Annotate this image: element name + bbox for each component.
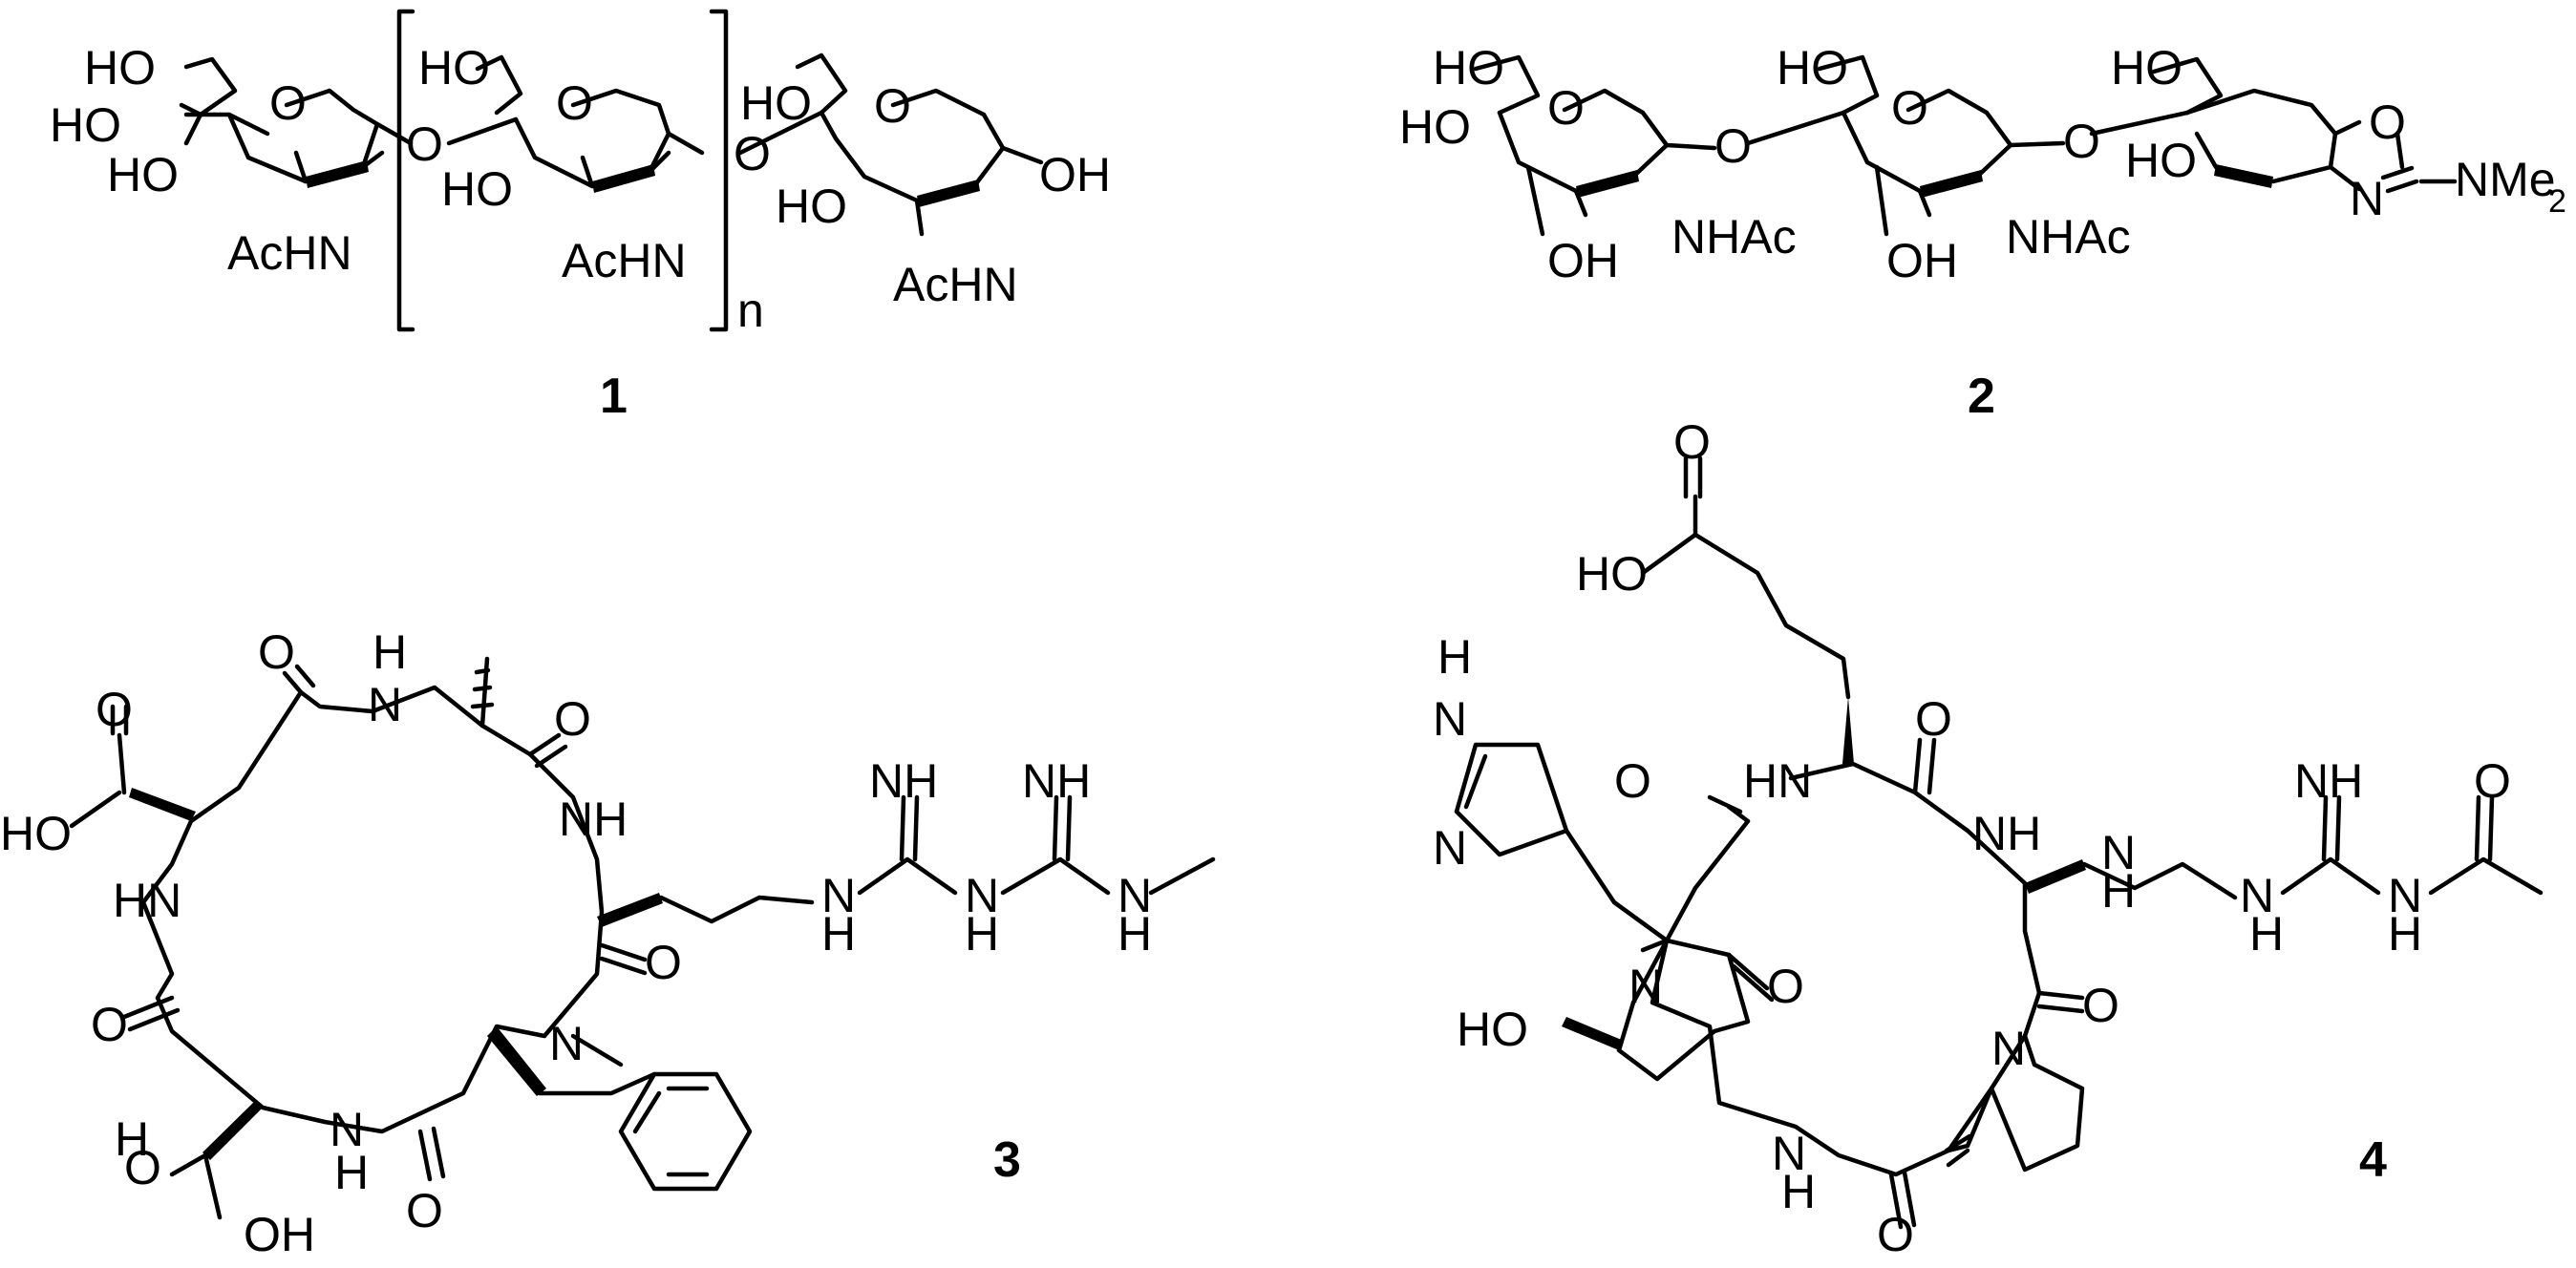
c1-label-o-ring-b: O [556,76,593,130]
c4-label-n-his-1: N [1433,692,1467,746]
c3-label-n-5: N [330,1103,364,1156]
c3-label-nh-imine: NH [869,754,938,808]
c3-label-n-4: N [1118,869,1152,922]
c4-label-hn: HN [1743,754,1812,808]
c2-label-o-ring-2: O [1891,81,1928,135]
c1-label-achn-1: AcHN [227,226,352,280]
c1-label-o-ring-c: O [874,79,911,133]
c4-label-o-acetyl: O [2474,754,2511,808]
c3-label-n-2: N [821,869,856,922]
c1-label-achn-2: AcHN [562,234,687,287]
c4-label-o-5: O [2082,979,2119,1032]
c4-label-n-proline: N [1991,1022,2026,1075]
c2-label-nme: NMe [2455,153,2556,206]
c4-label-n-1: N [2240,869,2274,922]
c3-label-n-methyl: N [549,1017,584,1070]
c2-label-n-oxazoline: N [2350,172,2384,225]
c4-label-o-1: O [1673,415,1711,469]
c3-label-oh: OH [244,1208,315,1261]
c4-label-nh-1: NH [1972,807,2041,860]
c2-label-subscript-2: 2 [2548,183,2566,220]
c1-label-ho-7: HO [776,180,847,233]
c4-label-o-3: O [1915,692,1952,746]
c2-label-ho-5: HO [2125,134,2197,187]
c3-label-o-1: O [258,625,295,679]
c2-label-o-bridge-2: O [2063,115,2100,168]
c4-label-ho: HO [1576,547,1648,601]
c2-label-ho-4: HO [2111,41,2182,95]
c2-label-o-bridge-1: O [1714,119,1752,173]
c2-label-nhac-2: NHAc [2006,210,2131,264]
c3-label-h-6: H [115,1112,149,1166]
c3-label-o-7: O [124,1141,161,1194]
c3-label-h-3: H [821,907,856,961]
c1-label-o-ring-a: O [269,76,307,130]
c1-label-achn-3: AcHN [893,258,1018,311]
c2-compound-number: 2 [1968,369,1995,424]
c4-label-h-his: H [1437,630,1472,684]
c3-label-o-2: O [554,692,591,746]
c4-label-nh-imine: NH [2294,754,2363,808]
c4-label-n-2: N [2388,869,2422,922]
c1-label-o-bridge-a: O [406,117,443,171]
c1-label-ho-6: HO [740,76,812,130]
c2-label-oh-1: OH [1547,234,1619,287]
c2-label-o-ring-1: O [1547,81,1585,135]
c4-label-h-4: H [2101,864,2136,918]
c3-label-hn: HN [113,874,181,927]
c3-label-h-1: H [373,625,407,679]
c3-label-h-4: H [965,907,999,961]
c1-label-ho-4: HO [418,41,490,95]
c4-label-n-pyrrolidinone: N [1629,960,1663,1013]
c1-label-ho-2: HO [50,98,121,152]
c1-label-ho-3: HO [107,148,179,201]
c3-label-o-urea: NH [1022,754,1091,808]
c3-label-n-3: N [965,869,999,922]
c2-label-ho-2: HO [1399,100,1471,154]
c4-label-h-3: H [1781,1165,1816,1218]
c3-label-o-8: O [244,1208,281,1261]
c1-repeat-n: n [737,284,764,337]
c1-label-ho-5: HO [441,162,513,216]
c3-label-o-5: O [645,936,682,989]
c3-label-ho: HO [0,807,72,860]
c4-label-h-1: H [2249,907,2284,961]
compound-4: O HO H N N O HN O NH NH O N H H N H N N … [1433,415,2544,1261]
c1-label-oh: OH [1039,148,1111,201]
c3-label-o-4: O [91,998,128,1051]
c3-label-h-5: H [1118,907,1152,961]
c3-compound-number: 3 [993,1132,1021,1188]
c2-label-oh-2: OH [1886,234,1958,287]
c4-label-n-3: N [1772,1127,1806,1180]
c4-label-o-2: O [1614,754,1651,808]
c3-label-o-3: O [96,683,133,736]
c4-compound-number: 4 [2359,1132,2387,1188]
c4-label-n-his-2: N [1433,821,1467,875]
c4-label-ho-2: HO [1457,1003,1528,1056]
compound-2: HO HO O O OH NHAc HO O O OH NHAc HO HO O… [1399,41,2566,424]
compound-3: O H N O O HO NH HN O NH NH O N H H N H N… [0,625,1216,1261]
c3-label-o-6: O [406,1184,443,1237]
c1-label-ho-1: HO [84,41,156,95]
c2-label-o-oxazoline: O [2369,95,2406,149]
c4-label-o-4: O [1767,960,1804,1013]
c2-label-ho-3: HO [1777,41,1848,95]
c1-label-o-bridge-b: O [734,127,771,180]
c4-label-h-2: H [2388,907,2422,961]
c3-label-n-1: N [368,678,402,731]
c3-label-h-2: H [334,1146,369,1199]
c1-compound-number: 1 [600,369,628,424]
c4-label-n-4: N [2101,826,2136,879]
c2-label-ho-1: HO [1433,41,1504,95]
c4-label-o-6: O [1877,1208,1914,1261]
c2-label-nhac-1: NHAc [1671,210,1797,264]
compound-1: HO HO HO O O AcHN HO HO O O AcHN HO O HO… [50,9,1111,424]
c3-label-nh-1: NH [559,792,628,846]
